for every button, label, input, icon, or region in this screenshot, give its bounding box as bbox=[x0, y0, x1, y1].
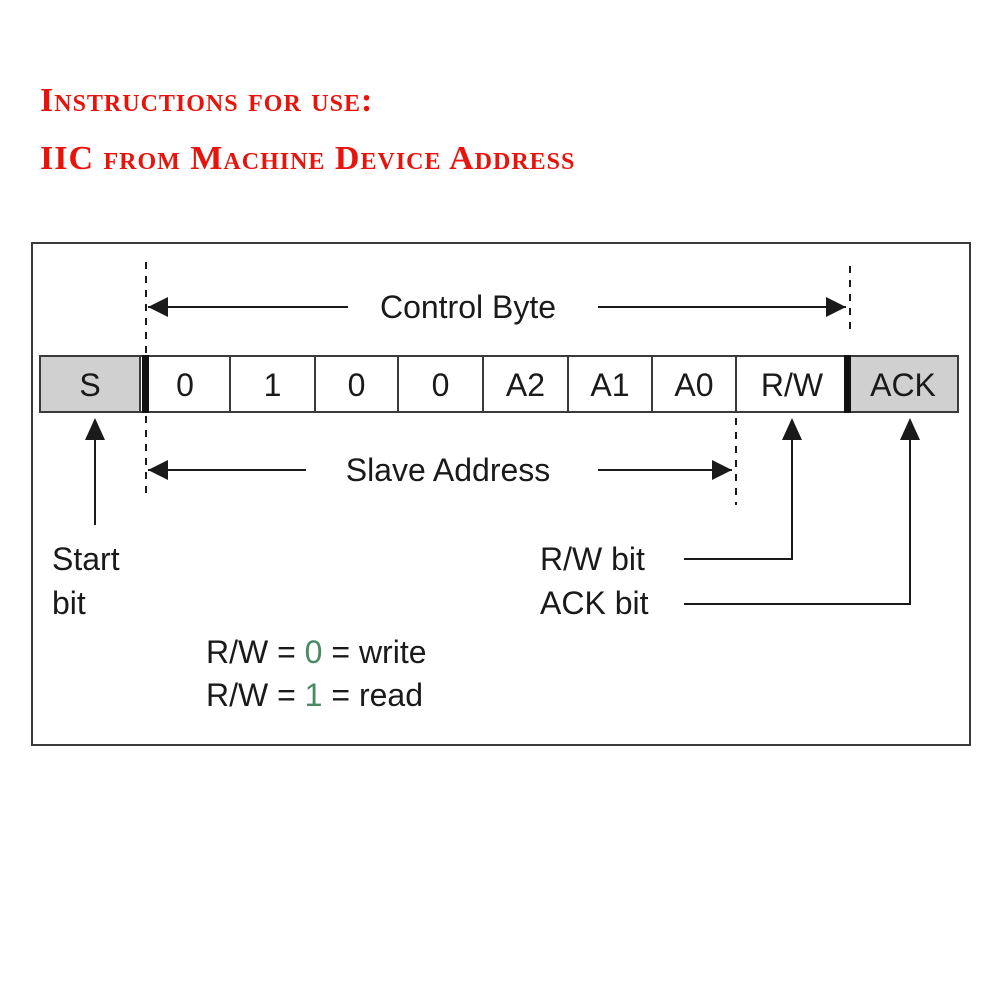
bit-cell-label: A0 bbox=[674, 367, 713, 403]
legend-read-value: 1 bbox=[305, 677, 323, 713]
bit-cell-box bbox=[314, 355, 399, 413]
legend-write-suffix: = write bbox=[322, 634, 426, 670]
bit-cell-label: A1 bbox=[590, 367, 629, 403]
bit-cell-label: 0 bbox=[432, 367, 450, 403]
bit-cells: S 0 1 0 0 A2 A1 A0 R/W ACK bbox=[39, 355, 959, 413]
bit-cell-label: A2 bbox=[506, 367, 545, 403]
bit-cell-box bbox=[39, 355, 141, 413]
divider-start bbox=[142, 355, 149, 413]
heading-device-address: IIC from Machine Device Address bbox=[40, 140, 576, 177]
divider-ack bbox=[844, 355, 851, 413]
start-bit-arrowhead bbox=[85, 418, 105, 440]
bit-cell-label: 1 bbox=[264, 367, 282, 403]
bit-cell-box bbox=[651, 355, 737, 413]
slave-address-label: Slave Address bbox=[346, 452, 551, 488]
rw-bit-arrowhead bbox=[782, 418, 802, 440]
bit-cell-label: S bbox=[79, 367, 100, 403]
bit-cell-label: R/W bbox=[761, 367, 824, 403]
bit-cell-box bbox=[139, 355, 231, 413]
legend-write-prefix: R/W = bbox=[206, 634, 305, 670]
heading-instructions: Instructions for use: bbox=[40, 82, 374, 119]
control-byte-arrowhead-right bbox=[826, 297, 846, 317]
bit-cell-label: ACK bbox=[870, 367, 936, 403]
bit-cell-box bbox=[847, 355, 959, 413]
diagram-frame bbox=[31, 242, 971, 746]
rw-bit-label: R/W bit bbox=[540, 541, 645, 577]
legend-write: R/W = 0 = write bbox=[206, 634, 427, 670]
control-byte-arrowhead-left bbox=[148, 297, 168, 317]
ack-bit-arrowhead bbox=[900, 418, 920, 440]
ack-bit-label: ACK bit bbox=[540, 585, 649, 621]
slave-address-arrowhead-left bbox=[148, 460, 168, 480]
start-bit-label-line1: Start bbox=[52, 541, 120, 577]
bit-cell-box bbox=[397, 355, 484, 413]
rw-bit-pointer-line bbox=[684, 440, 793, 560]
control-byte-label: Control Byte bbox=[380, 289, 556, 325]
legend-write-value: 0 bbox=[305, 634, 323, 670]
legend-read: R/W = 1 = read bbox=[206, 677, 423, 713]
bit-cell-box bbox=[229, 355, 316, 413]
slave-address-arrowhead-right bbox=[712, 460, 732, 480]
legend-read-suffix: = read bbox=[322, 677, 423, 713]
start-bit-label-line2: bit bbox=[52, 585, 86, 621]
bit-cell-label: 0 bbox=[348, 367, 366, 403]
ack-bit-pointer-line bbox=[684, 440, 911, 605]
legend-read-prefix: R/W = bbox=[206, 677, 305, 713]
bit-cell-label: 0 bbox=[176, 367, 194, 403]
